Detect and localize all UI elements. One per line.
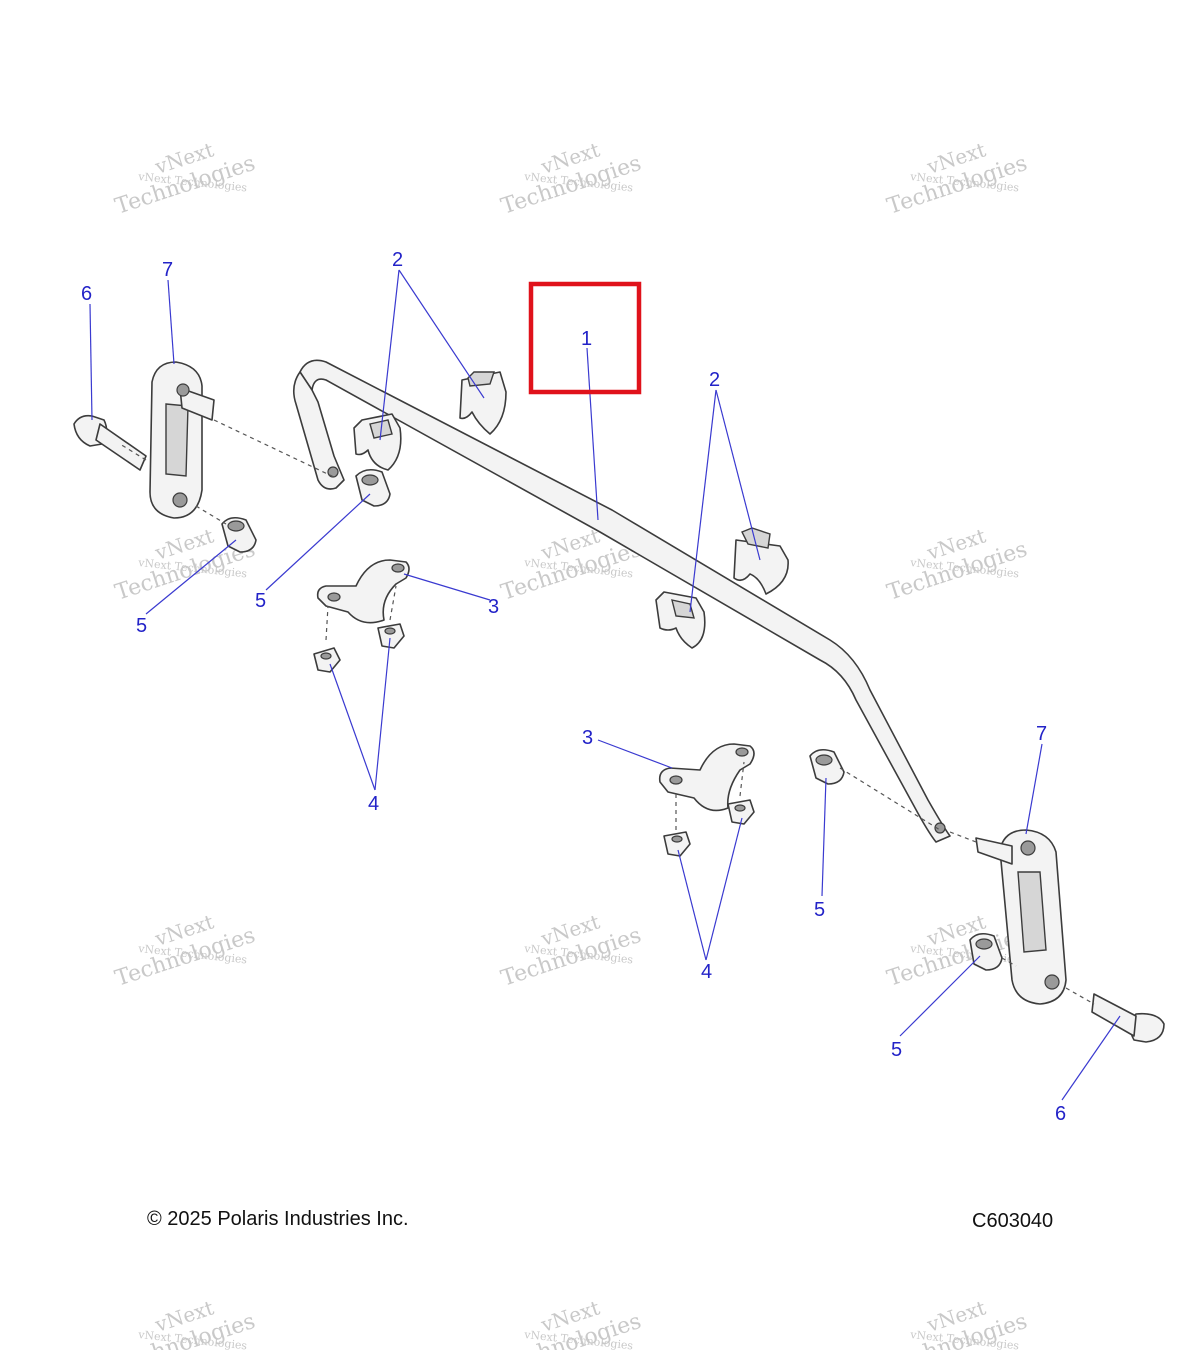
callout-7-left[interactable]: 7 xyxy=(162,259,173,281)
callout-5-right[interactable]: 5 xyxy=(814,899,825,921)
nut-right-a xyxy=(663,831,691,857)
copyright-notice: © 2025 Polaris Industries Inc. xyxy=(147,1208,409,1230)
end-link-right xyxy=(975,829,1067,1005)
callout-4-left[interactable]: 4 xyxy=(368,793,379,815)
spacer-left-a xyxy=(221,516,257,553)
bolt-left xyxy=(73,414,147,471)
nut-left-b xyxy=(377,623,405,649)
callout-2-left[interactable]: 2 xyxy=(392,249,403,271)
spacer-left-b xyxy=(355,468,391,507)
spacer-right-a xyxy=(809,748,845,785)
stabilizer-bar xyxy=(292,359,951,843)
highlight-box xyxy=(528,281,642,395)
callout-6-right[interactable]: 6 xyxy=(1055,1103,1066,1125)
bolt-right xyxy=(1091,993,1165,1043)
callout-3-right[interactable]: 3 xyxy=(582,727,593,749)
clamp-right xyxy=(658,743,755,812)
callout-5-left[interactable]: 5 xyxy=(255,590,266,612)
nut-left-a xyxy=(313,647,341,673)
diagram-code: C603040 xyxy=(972,1210,1054,1232)
callout-labels: 1 2 2 3 3 4 4 5 5 5 5 6 6 7 7 xyxy=(81,249,1066,1125)
nut-right-b xyxy=(727,799,755,825)
callout-4-right[interactable]: 4 xyxy=(701,961,712,983)
clamp-left xyxy=(316,559,410,624)
callout-3-left[interactable]: 3 xyxy=(488,596,499,618)
assembly-lines xyxy=(119,419,1095,1005)
bushing-right-lower xyxy=(655,591,706,649)
bushing-left-upper xyxy=(459,371,507,435)
callout-2-right[interactable]: 2 xyxy=(709,369,720,391)
callout-5-far-left[interactable]: 5 xyxy=(136,615,147,637)
callout-1[interactable]: 1 xyxy=(581,328,592,350)
callout-7-right[interactable]: 7 xyxy=(1036,723,1047,745)
bushing-right-upper xyxy=(733,527,789,595)
callout-6-left[interactable]: 6 xyxy=(81,283,92,305)
end-link-left xyxy=(149,361,215,519)
bushing-left-lower xyxy=(353,413,402,471)
leader-lines xyxy=(89,269,1121,1101)
callout-5-far-right[interactable]: 5 xyxy=(891,1039,902,1061)
